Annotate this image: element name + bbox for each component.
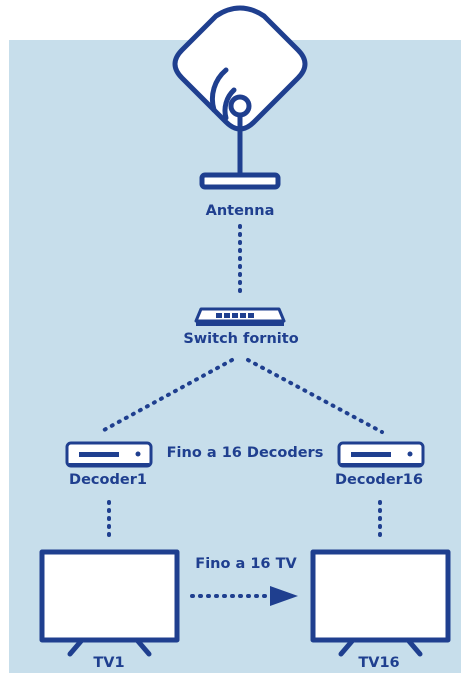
decoder-icon	[337, 441, 425, 468]
decoders-count-note: Fino a 16 Decoders	[166, 445, 324, 461]
arrow-right-icon	[190, 586, 298, 606]
link-switch-decoder16	[246, 358, 384, 434]
decoder-icon	[65, 441, 153, 468]
antenna-label: Antenna	[205, 203, 275, 219]
tv-count-note: Fino a 16 TV	[195, 556, 297, 572]
tv-icon	[310, 549, 451, 657]
switch-icon	[194, 307, 286, 326]
tv-icon	[39, 549, 180, 657]
tv-right-label: TV16	[358, 655, 400, 671]
tv-left-label: TV1	[93, 655, 125, 671]
switch-label: Switch fornito	[183, 331, 299, 347]
decoder-right-label: Decoder16	[335, 472, 423, 488]
link-switch-decoder1	[102, 358, 234, 432]
antenna-icon	[172, 5, 308, 190]
decoder-left-label: Decoder1	[69, 472, 147, 488]
